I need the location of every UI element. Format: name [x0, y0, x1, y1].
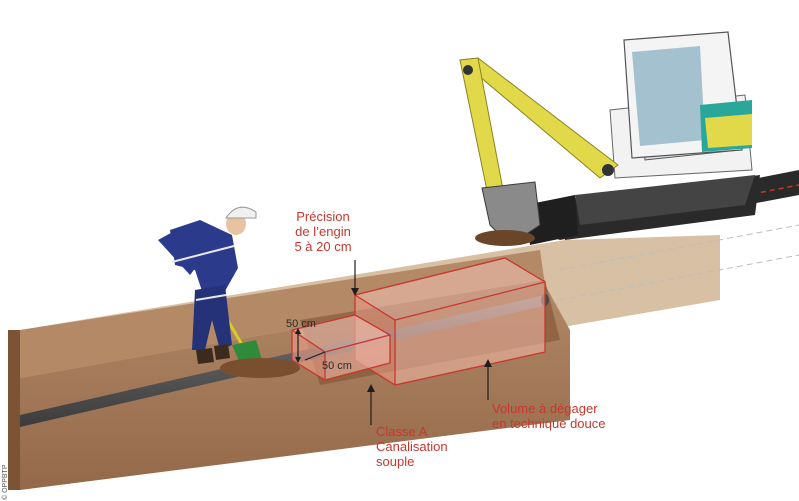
precision-label: Précision de l’engin 5 à 20 cm [288, 209, 358, 254]
classe-label: Classe A Canalisation souple [376, 424, 448, 469]
classe-line-3: souple [376, 454, 415, 469]
annotation-arrows [295, 260, 492, 425]
volume-line-1: Volume à dégager [492, 401, 598, 416]
volume-label: Volume à dégager en technique douce [492, 401, 605, 431]
precision-line-2: de l’engin [295, 224, 351, 239]
dimension-bottom-label: 50 cm [322, 360, 352, 372]
volume-line-2: en technique douce [492, 416, 606, 431]
excavator [458, 31, 760, 246]
worker-figure [158, 206, 262, 372]
class-a-box [291, 314, 391, 381]
dirt-pile [220, 230, 535, 378]
copyright-text: © OPPBTP [2, 464, 9, 501]
precision-line-3: 5 à 20 cm [294, 239, 352, 254]
classe-line-2: Canalisation [376, 439, 448, 454]
classe-line-1: Classe A [376, 424, 428, 439]
precision-line-1: Précision [296, 209, 350, 224]
dimension-top-label: 50 cm [286, 318, 316, 330]
